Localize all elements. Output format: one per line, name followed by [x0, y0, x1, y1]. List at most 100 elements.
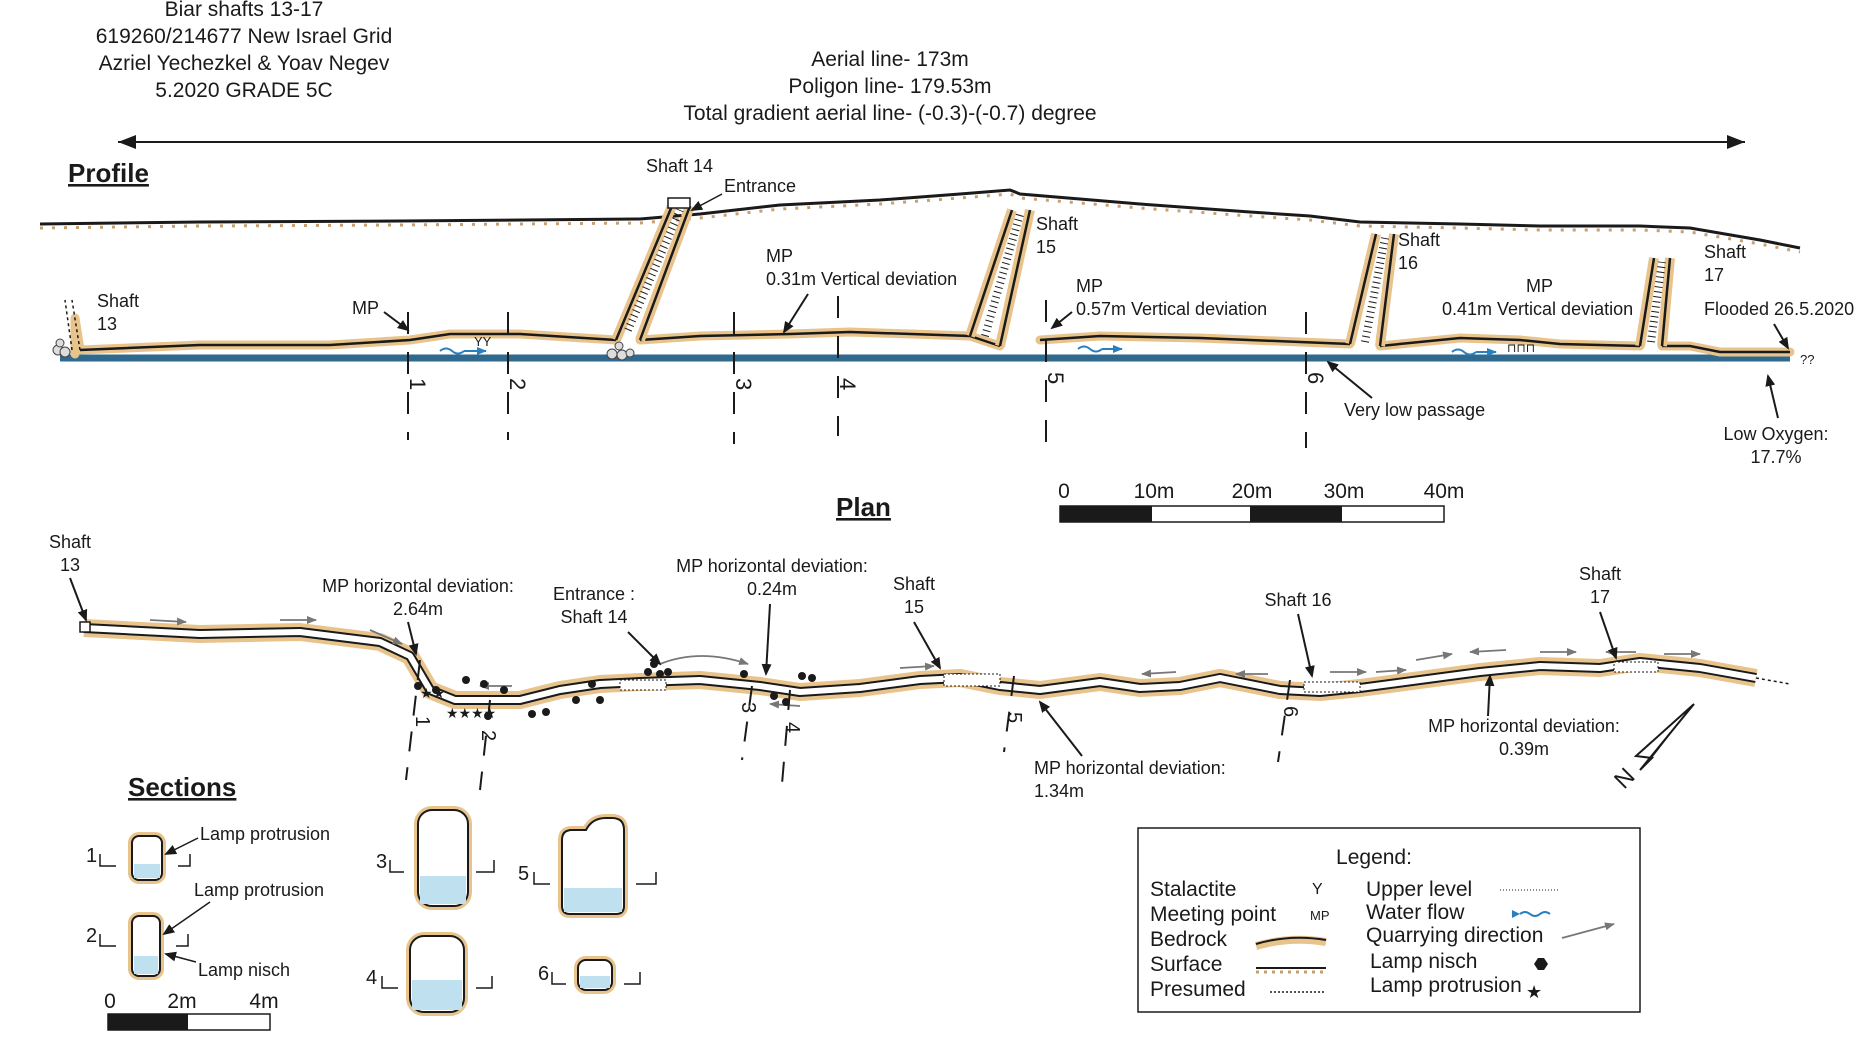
quarry-arrow [1415, 651, 1453, 661]
section-3: 3 [376, 806, 495, 910]
mp-264-pointer [407, 621, 419, 656]
water-flow-mark [439, 347, 465, 355]
legend-stalactite: Stalactite [1150, 878, 1236, 901]
plan-shaft15-mark [943, 673, 1001, 687]
title-line-4: 5.2020 GRADE 5C [155, 79, 332, 102]
north-arrow-fill [1640, 704, 1694, 770]
lamp-protrusion-pointer-1 [164, 837, 199, 855]
legend-bedrock: Bedrock [1150, 928, 1228, 951]
lamp-nisch-marker [588, 680, 596, 688]
section1-brackets [99, 854, 191, 867]
low-oxygen-label: Low Oxygen: [1723, 424, 1828, 444]
shaft16-walls [1348, 233, 1396, 347]
scale-tick-40: 40m [1424, 480, 1465, 503]
lamp-nisch-marker [644, 668, 652, 676]
shaft13-label: Shaft [97, 291, 139, 311]
shaft14-bedrock [611, 204, 695, 342]
legend-box: Legend: Stalactite Y Meeting point MP Be… [1137, 827, 1641, 1013]
sections-title: Sections [128, 772, 236, 802]
section-6: 6 [538, 956, 641, 994]
shaft15-label: Shaft [1036, 214, 1078, 234]
section5-label: 5 [518, 863, 529, 885]
title-block: Biar shafts 13-17 619260/214677 New Isra… [96, 0, 393, 102]
title-line-1: Biar shafts 13-17 [165, 0, 324, 21]
plan-section-label-1: 1 [411, 716, 433, 727]
water-flow-mark [1451, 348, 1477, 356]
mp-134-value: 1.34m [1034, 781, 1084, 801]
section-label-6: 6 [1303, 372, 1328, 384]
mp3-label: MP [1076, 276, 1103, 296]
plan-tunnel [79, 619, 1791, 709]
legend-lamp-protrusion-symbol: ★ [1526, 982, 1542, 1002]
mp-024-label: MP horizontal deviation: [676, 556, 868, 576]
plan-section-label-6: 6 [1279, 706, 1301, 717]
lamp-protrusion-marker: ★★★★ [446, 705, 496, 721]
section3-brackets [389, 860, 495, 873]
water-flow-mark [1077, 345, 1103, 353]
profile-water [60, 345, 1790, 362]
lamp-protrusion-note-2: Lamp protrusion [194, 880, 324, 900]
lamp-nisch-marker [664, 668, 672, 676]
lamp-nisch-marker [740, 670, 748, 678]
scale-bar-main: 0 10m 20m 30m 40m [1058, 480, 1465, 523]
lamp-nisch-marker [500, 686, 508, 694]
shaft14-steps [624, 208, 684, 332]
entrance14-label: Entrance : [553, 584, 635, 604]
section-label-5: 5 [1043, 372, 1068, 384]
shaft15-bedrock [965, 208, 1035, 348]
quarry-arrow [659, 655, 749, 665]
mp4-deviation: 0.41m Vertical deviation [1442, 299, 1633, 319]
shaft17-label: Shaft [1704, 242, 1746, 262]
title-line-2: 619260/214677 New Israel Grid [96, 25, 393, 48]
shaft15-steps [981, 212, 1024, 338]
sections-scale-segment [108, 1014, 188, 1030]
plan-shaft17-number: 17 [1590, 587, 1610, 607]
plan-section-cut-2 [479, 699, 491, 791]
legend-title: Legend: [1336, 846, 1412, 869]
profile-shafts [611, 197, 1675, 348]
gradient-text: Total gradient aerial line- (-0.3)-(-0.7… [683, 102, 1096, 125]
section2-brackets [99, 934, 189, 947]
scale-tick-30: 30m [1324, 480, 1365, 503]
lamp-nisch-marker [798, 672, 806, 680]
plan-quarrying-arrows [149, 616, 1701, 709]
ceiling-line [79, 330, 1790, 354]
poligon-line-text: Poligon line- 179.53m [788, 75, 991, 98]
quarry-arrow [1141, 669, 1177, 678]
lamp-protrusion-note-1: Lamp protrusion [200, 824, 330, 844]
aerial-line-text: Aerial line- 173m [811, 48, 969, 71]
profile-surface [39, 188, 1801, 254]
lamp-nisch-marker [770, 692, 778, 700]
lamp-nisch-marker [572, 696, 580, 704]
span-arrow-right [1727, 135, 1745, 149]
section4-brackets [381, 976, 493, 989]
scale-tick-10: 10m [1134, 480, 1175, 503]
plan-shaft13-number: 13 [60, 555, 80, 575]
legend-quarrying-symbol [1561, 922, 1615, 939]
section3-water [420, 876, 466, 904]
plan-shaft15-pointer [913, 621, 941, 670]
plan-shaft16-label: Shaft 16 [1264, 590, 1331, 610]
plan-section-cut-4 [781, 689, 791, 785]
plan-section-cut-5 [1003, 675, 1015, 753]
plan-labels: Shaft 13 MP horizontal deviation: 2.64m … [49, 532, 1621, 801]
quarry-arrow [1469, 647, 1507, 656]
section5-water [564, 888, 622, 912]
plan-title: Plan [836, 492, 891, 522]
shaft16-label: Shaft [1398, 230, 1440, 250]
mp-264-label: MP horizontal deviation: [322, 576, 514, 596]
plan-shaft13-pointer [69, 577, 88, 622]
flooded-label: Flooded 26.5.2020 [1704, 299, 1854, 319]
legend-lamp-nisch-symbol [1534, 958, 1548, 970]
quarry-arrow [369, 629, 403, 645]
section-label-2: 2 [505, 378, 530, 390]
stalactite-symbol: ⊓⊓⊓ [1507, 341, 1535, 355]
lamp-nisch-marker [808, 674, 816, 682]
lamp-nisch-marker [462, 676, 470, 684]
rubble [606, 348, 618, 360]
title-line-3: Azriel Yechezkel & Yoav Negev [99, 52, 390, 75]
section-5: 5 [518, 814, 657, 918]
rubble [614, 341, 624, 351]
plan-lamp-markers: ★★ ★★★★ [414, 660, 816, 721]
